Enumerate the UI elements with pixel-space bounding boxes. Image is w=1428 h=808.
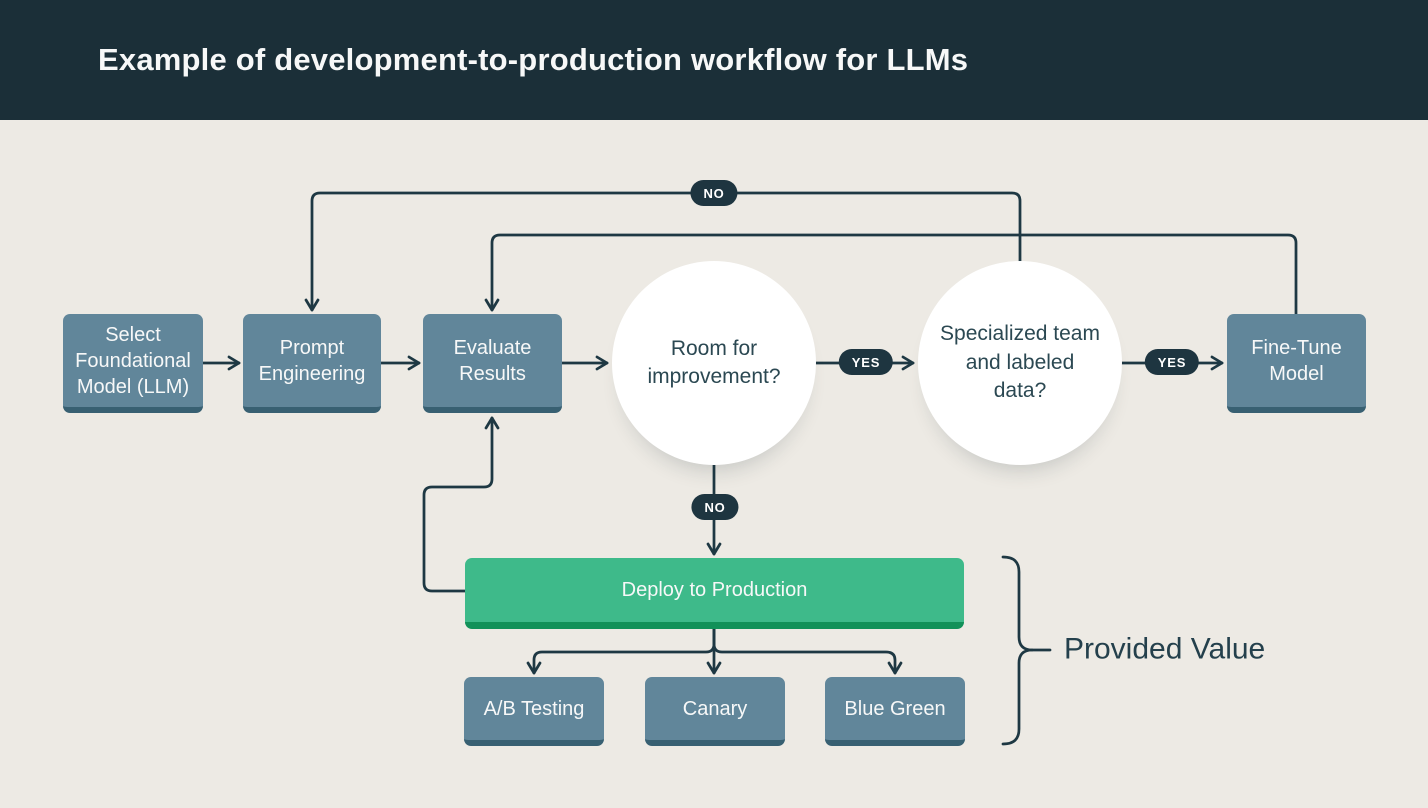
node-prompt-engineering: Prompt Engineering	[243, 314, 381, 413]
edge-label-yes-team: YES	[1144, 349, 1200, 375]
node-evaluate-results: Evaluate Results	[423, 314, 562, 413]
node-label: Deploy to Production	[621, 579, 808, 601]
header-band: Example of development-to-production wor…	[0, 0, 1428, 120]
node-fine-tune-model: Fine-Tune Model	[1227, 314, 1366, 413]
edge-deploy-to-evaluate	[422, 416, 500, 593]
decision-label: Specialized team and labeled data?	[940, 322, 1100, 403]
node-label: Evaluate Results	[453, 336, 532, 385]
edge-label-no-top: NO	[690, 180, 738, 206]
edge-finetune-to-evaluate	[484, 233, 1298, 317]
page-title: Example of development-to-production wor…	[98, 42, 969, 77]
node-label: Blue Green	[844, 697, 946, 720]
provided-value-label: Provided Value	[1064, 632, 1266, 666]
edge-team-no-to-prompt	[304, 191, 1022, 312]
node-label: Prompt Engineering	[258, 336, 366, 385]
node-select-foundational-model: Select Foundational Model (LLM)	[63, 314, 203, 413]
node-canary: Canary	[645, 677, 785, 746]
provided-value-brace	[1001, 555, 1034, 746]
decision-specialized-team-labeled-data: Specialized team and labeled data?	[918, 261, 1122, 465]
decision-label: Room for improvement?	[647, 336, 781, 388]
decision-room-for-improvement: Room for improvement?	[612, 261, 816, 465]
node-label: Fine-Tune Model	[1251, 336, 1342, 385]
node-blue-green: Blue Green	[825, 677, 965, 746]
edge-deploy-to-ab	[526, 627, 716, 675]
edge-label-no-bottom: NO	[691, 494, 739, 520]
edge-deploy-to-bluegreen	[712, 627, 903, 675]
node-deploy-to-production: Deploy to Production	[465, 558, 964, 629]
node-label: Canary	[682, 697, 748, 720]
node-label: A/B Testing	[483, 697, 585, 720]
node-label: Select Foundational Model (LLM)	[75, 323, 191, 398]
edge-label-yes-room: YES	[838, 349, 894, 375]
node-ab-testing: A/B Testing	[464, 677, 604, 746]
